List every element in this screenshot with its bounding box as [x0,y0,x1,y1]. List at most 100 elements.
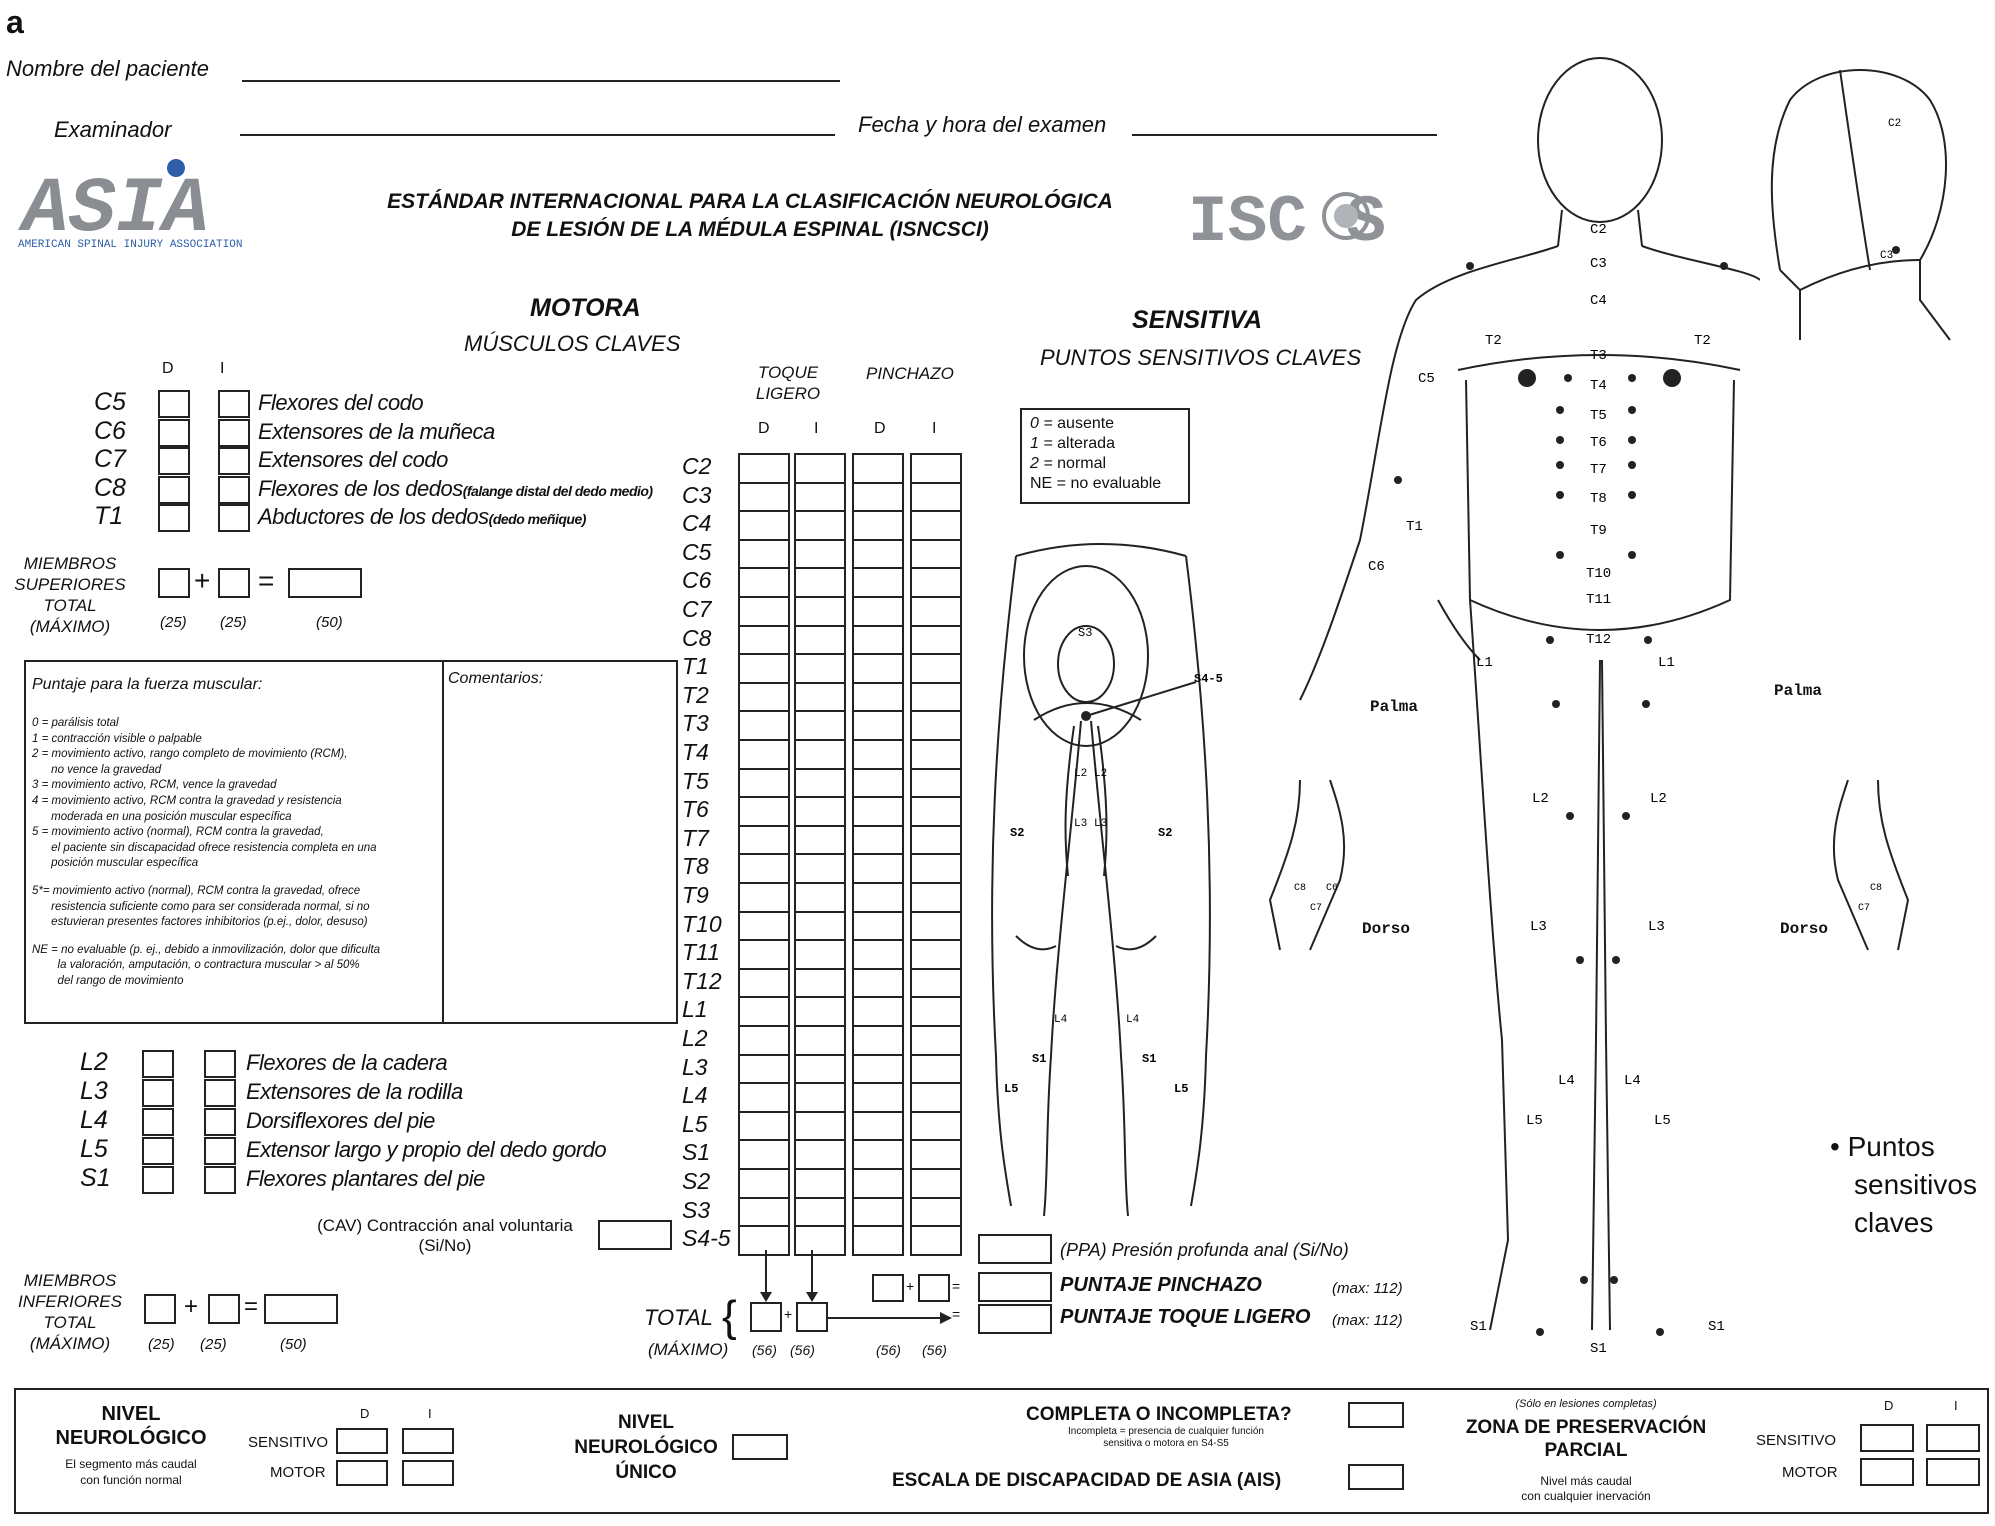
prick-right-cell[interactable] [852,1139,904,1170]
touch-left-cell[interactable] [794,1196,846,1228]
prick-right-cell[interactable] [852,1168,904,1199]
touch-left-total-box[interactable] [796,1302,828,1332]
touch-left-cell[interactable] [794,853,846,884]
upper-motor-left-box[interactable] [218,504,250,532]
examiner-field[interactable] [240,134,835,136]
upper-motor-left-box[interactable] [218,390,250,418]
prick-right-cell[interactable] [852,796,904,827]
prick-right-cell[interactable] [852,1196,904,1228]
touch-left-cell[interactable] [794,681,846,713]
touch-right-cell[interactable] [738,481,790,513]
touch-left-cell[interactable] [794,510,846,541]
lower-motor-left-box[interactable] [204,1050,236,1078]
upper-motor-right-box[interactable] [158,447,190,475]
prick-right-cell[interactable] [852,967,904,999]
prick-left-cell[interactable] [910,910,962,942]
touch-left-cell[interactable] [794,939,846,970]
upper-motor-left-box[interactable] [218,475,250,504]
touch-right-cell[interactable] [738,653,790,684]
lower-total-right-box[interactable] [144,1294,176,1324]
prick-right-cell[interactable] [852,481,904,513]
touch-right-cell[interactable] [738,1196,790,1228]
prick-left-cell[interactable] [910,1168,962,1199]
touch-left-cell[interactable] [794,1110,846,1142]
prick-left-cell[interactable] [910,567,962,598]
upper-motor-right-box[interactable] [158,390,190,418]
touch-left-cell[interactable] [794,767,846,799]
lower-motor-right-box[interactable] [142,1108,174,1136]
prick-left-cell[interactable] [910,481,962,513]
prick-right-cell[interactable] [852,1225,904,1256]
neuro-sensory-right-box[interactable] [336,1428,388,1454]
touch-left-cell[interactable] [794,1082,846,1113]
touch-right-cell[interactable] [738,939,790,970]
touch-left-cell[interactable] [794,653,846,684]
touch-right-cell[interactable] [738,1110,790,1142]
touch-right-cell[interactable] [738,681,790,713]
touch-left-cell[interactable] [794,596,846,627]
prick-left-total-box[interactable] [918,1274,950,1302]
complete-box[interactable] [1348,1402,1404,1428]
touch-right-cell[interactable] [738,624,790,656]
prick-left-cell[interactable] [910,1110,962,1142]
upper-motor-left-box[interactable] [218,418,250,447]
touch-right-cell[interactable] [738,1225,790,1256]
touch-right-cell[interactable] [738,1139,790,1170]
touch-right-cell[interactable] [738,967,790,999]
zpp-motor-left-box[interactable] [1926,1458,1980,1486]
single-level-box[interactable] [732,1434,788,1460]
prick-left-cell[interactable] [910,824,962,856]
prick-left-cell[interactable] [910,1196,962,1228]
zpp-sensory-left-box[interactable] [1926,1424,1980,1452]
prick-left-cell[interactable] [910,510,962,541]
lower-total-left-box[interactable] [208,1294,240,1324]
prick-right-cell[interactable] [852,939,904,970]
prick-right-cell[interactable] [852,624,904,656]
touch-left-cell[interactable] [794,1025,846,1056]
ais-box[interactable] [1348,1464,1404,1490]
touch-right-cell[interactable] [738,824,790,856]
prick-right-cell[interactable] [852,538,904,570]
touch-left-cell[interactable] [794,538,846,570]
touch-left-cell[interactable] [794,710,846,741]
touch-right-cell[interactable] [738,996,790,1027]
prick-left-cell[interactable] [910,624,962,656]
prick-right-cell[interactable] [852,596,904,627]
prick-right-cell[interactable] [852,710,904,741]
prick-right-cell[interactable] [852,1025,904,1056]
prick-left-cell[interactable] [910,1082,962,1113]
prick-right-cell[interactable] [852,853,904,884]
touch-right-cell[interactable] [738,853,790,884]
prick-right-cell[interactable] [852,510,904,541]
prick-right-cell[interactable] [852,1110,904,1142]
lower-motor-right-box[interactable] [142,1079,174,1107]
upper-motor-right-box[interactable] [158,504,190,532]
lower-total-sum-box[interactable] [264,1294,338,1324]
zpp-motor-right-box[interactable] [1860,1458,1914,1486]
prick-left-cell[interactable] [910,1225,962,1256]
touch-score-box[interactable] [978,1304,1052,1334]
prick-left-cell[interactable] [910,853,962,884]
lower-motor-left-box[interactable] [204,1079,236,1107]
prick-left-cell[interactable] [910,596,962,627]
touch-right-cell[interactable] [738,767,790,799]
touch-left-cell[interactable] [794,1168,846,1199]
upper-motor-left-box[interactable] [218,447,250,475]
touch-right-cell[interactable] [738,538,790,570]
prick-left-cell[interactable] [910,538,962,570]
prick-left-cell[interactable] [910,681,962,713]
prick-left-cell[interactable] [910,1053,962,1085]
vac-box[interactable] [598,1220,672,1250]
touch-right-cell[interactable] [738,1025,790,1056]
touch-left-cell[interactable] [794,967,846,999]
touch-right-cell[interactable] [738,453,790,484]
exam-date-field[interactable] [1132,134,1437,136]
prick-left-cell[interactable] [910,710,962,741]
touch-right-cell[interactable] [738,796,790,827]
prick-left-cell[interactable] [910,1139,962,1170]
prick-right-total-box[interactable] [872,1274,904,1302]
touch-left-cell[interactable] [794,739,846,770]
touch-right-cell[interactable] [738,1082,790,1113]
touch-left-cell[interactable] [794,910,846,942]
prick-right-cell[interactable] [852,653,904,684]
